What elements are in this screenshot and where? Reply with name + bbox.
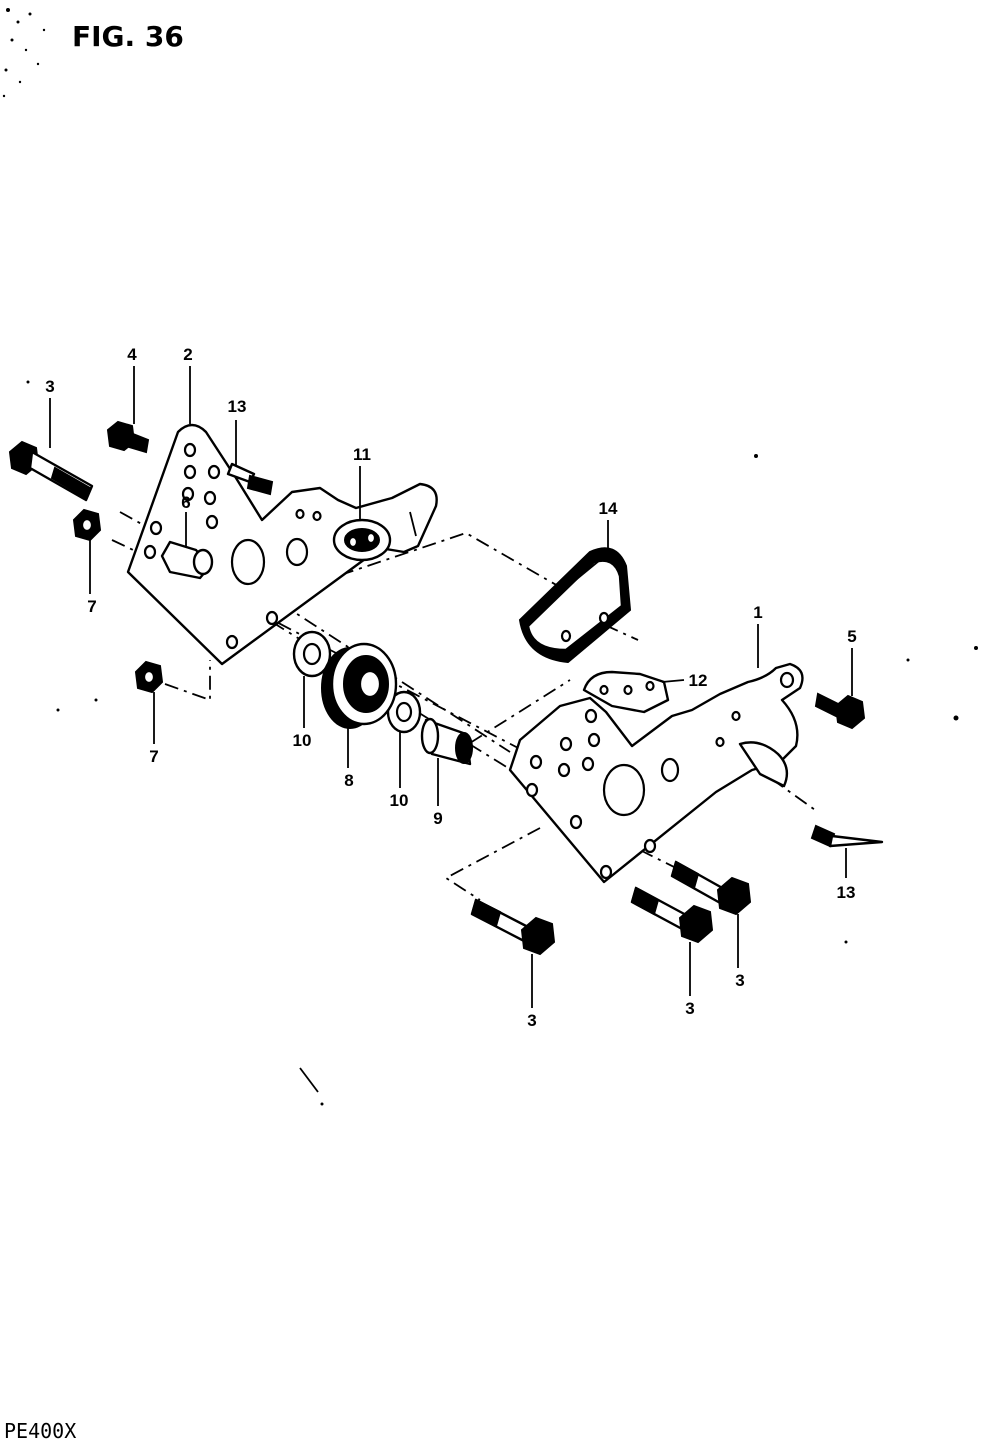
- callout-1: 1: [753, 603, 762, 622]
- right-plate-part-1: [508, 662, 804, 884]
- figure-title: FIG. 36: [72, 20, 184, 53]
- callout-leader-lines: [49, 366, 853, 1008]
- callout-2: 2: [183, 345, 192, 364]
- callout-labels: 3 4 2 13 6 11 7 7 10 8 10 9 14 1 5 12 13…: [45, 345, 856, 1030]
- callout-3-lower-right: 3: [735, 971, 744, 990]
- callout-6: 6: [181, 493, 190, 512]
- callout-13-lower: 13: [837, 883, 856, 902]
- callout-11: 11: [353, 445, 371, 464]
- callout-9: 9: [433, 809, 442, 828]
- bolt-part-3-lower-left: [470, 898, 556, 956]
- callout-3-upper-left: 3: [45, 377, 54, 396]
- pin-part-13-upper: [226, 462, 274, 496]
- callout-8: 8: [344, 771, 353, 790]
- bracket-part-12: [582, 670, 670, 714]
- roller-part-8: [321, 642, 398, 729]
- washer-part-10-right: [386, 690, 422, 734]
- callout-5: 5: [847, 627, 856, 646]
- callout-10-right: 10: [390, 791, 409, 810]
- bolt-part-3-lower-middle: [630, 886, 714, 944]
- collar-part-6: [160, 540, 214, 580]
- bolt-part-3-lower-right: [670, 860, 752, 916]
- model-label: PE400X: [4, 1419, 76, 1443]
- scan-stroke: [299, 1067, 319, 1093]
- callout-12: 12: [689, 671, 708, 690]
- washer-part-10-left: [292, 630, 332, 678]
- nut-part-7-lower: [134, 660, 164, 694]
- callout-7-upper: 7: [87, 597, 96, 616]
- grommet-part-11: [332, 518, 392, 562]
- spacer-part-9: [420, 717, 473, 766]
- scan-noise: [2, 8, 978, 944]
- callout-10-left: 10: [293, 731, 312, 750]
- nut-part-7-upper: [72, 508, 102, 542]
- bolt-part-3-upper-left: [8, 440, 94, 502]
- callout-3-lower-middle: 3: [685, 999, 694, 1018]
- callout-4: 4: [127, 345, 137, 364]
- bolt-part-5: [814, 692, 866, 730]
- callout-3-lower-left: 3: [527, 1011, 536, 1030]
- pin-part-13-lower: [810, 824, 884, 848]
- callout-14: 14: [599, 499, 618, 518]
- bolt-part-4: [106, 420, 150, 454]
- left-plate-part-2: [126, 423, 438, 666]
- callout-13-upper: 13: [228, 397, 247, 416]
- callout-7-lower: 7: [149, 747, 158, 766]
- pad-part-14: [518, 547, 632, 664]
